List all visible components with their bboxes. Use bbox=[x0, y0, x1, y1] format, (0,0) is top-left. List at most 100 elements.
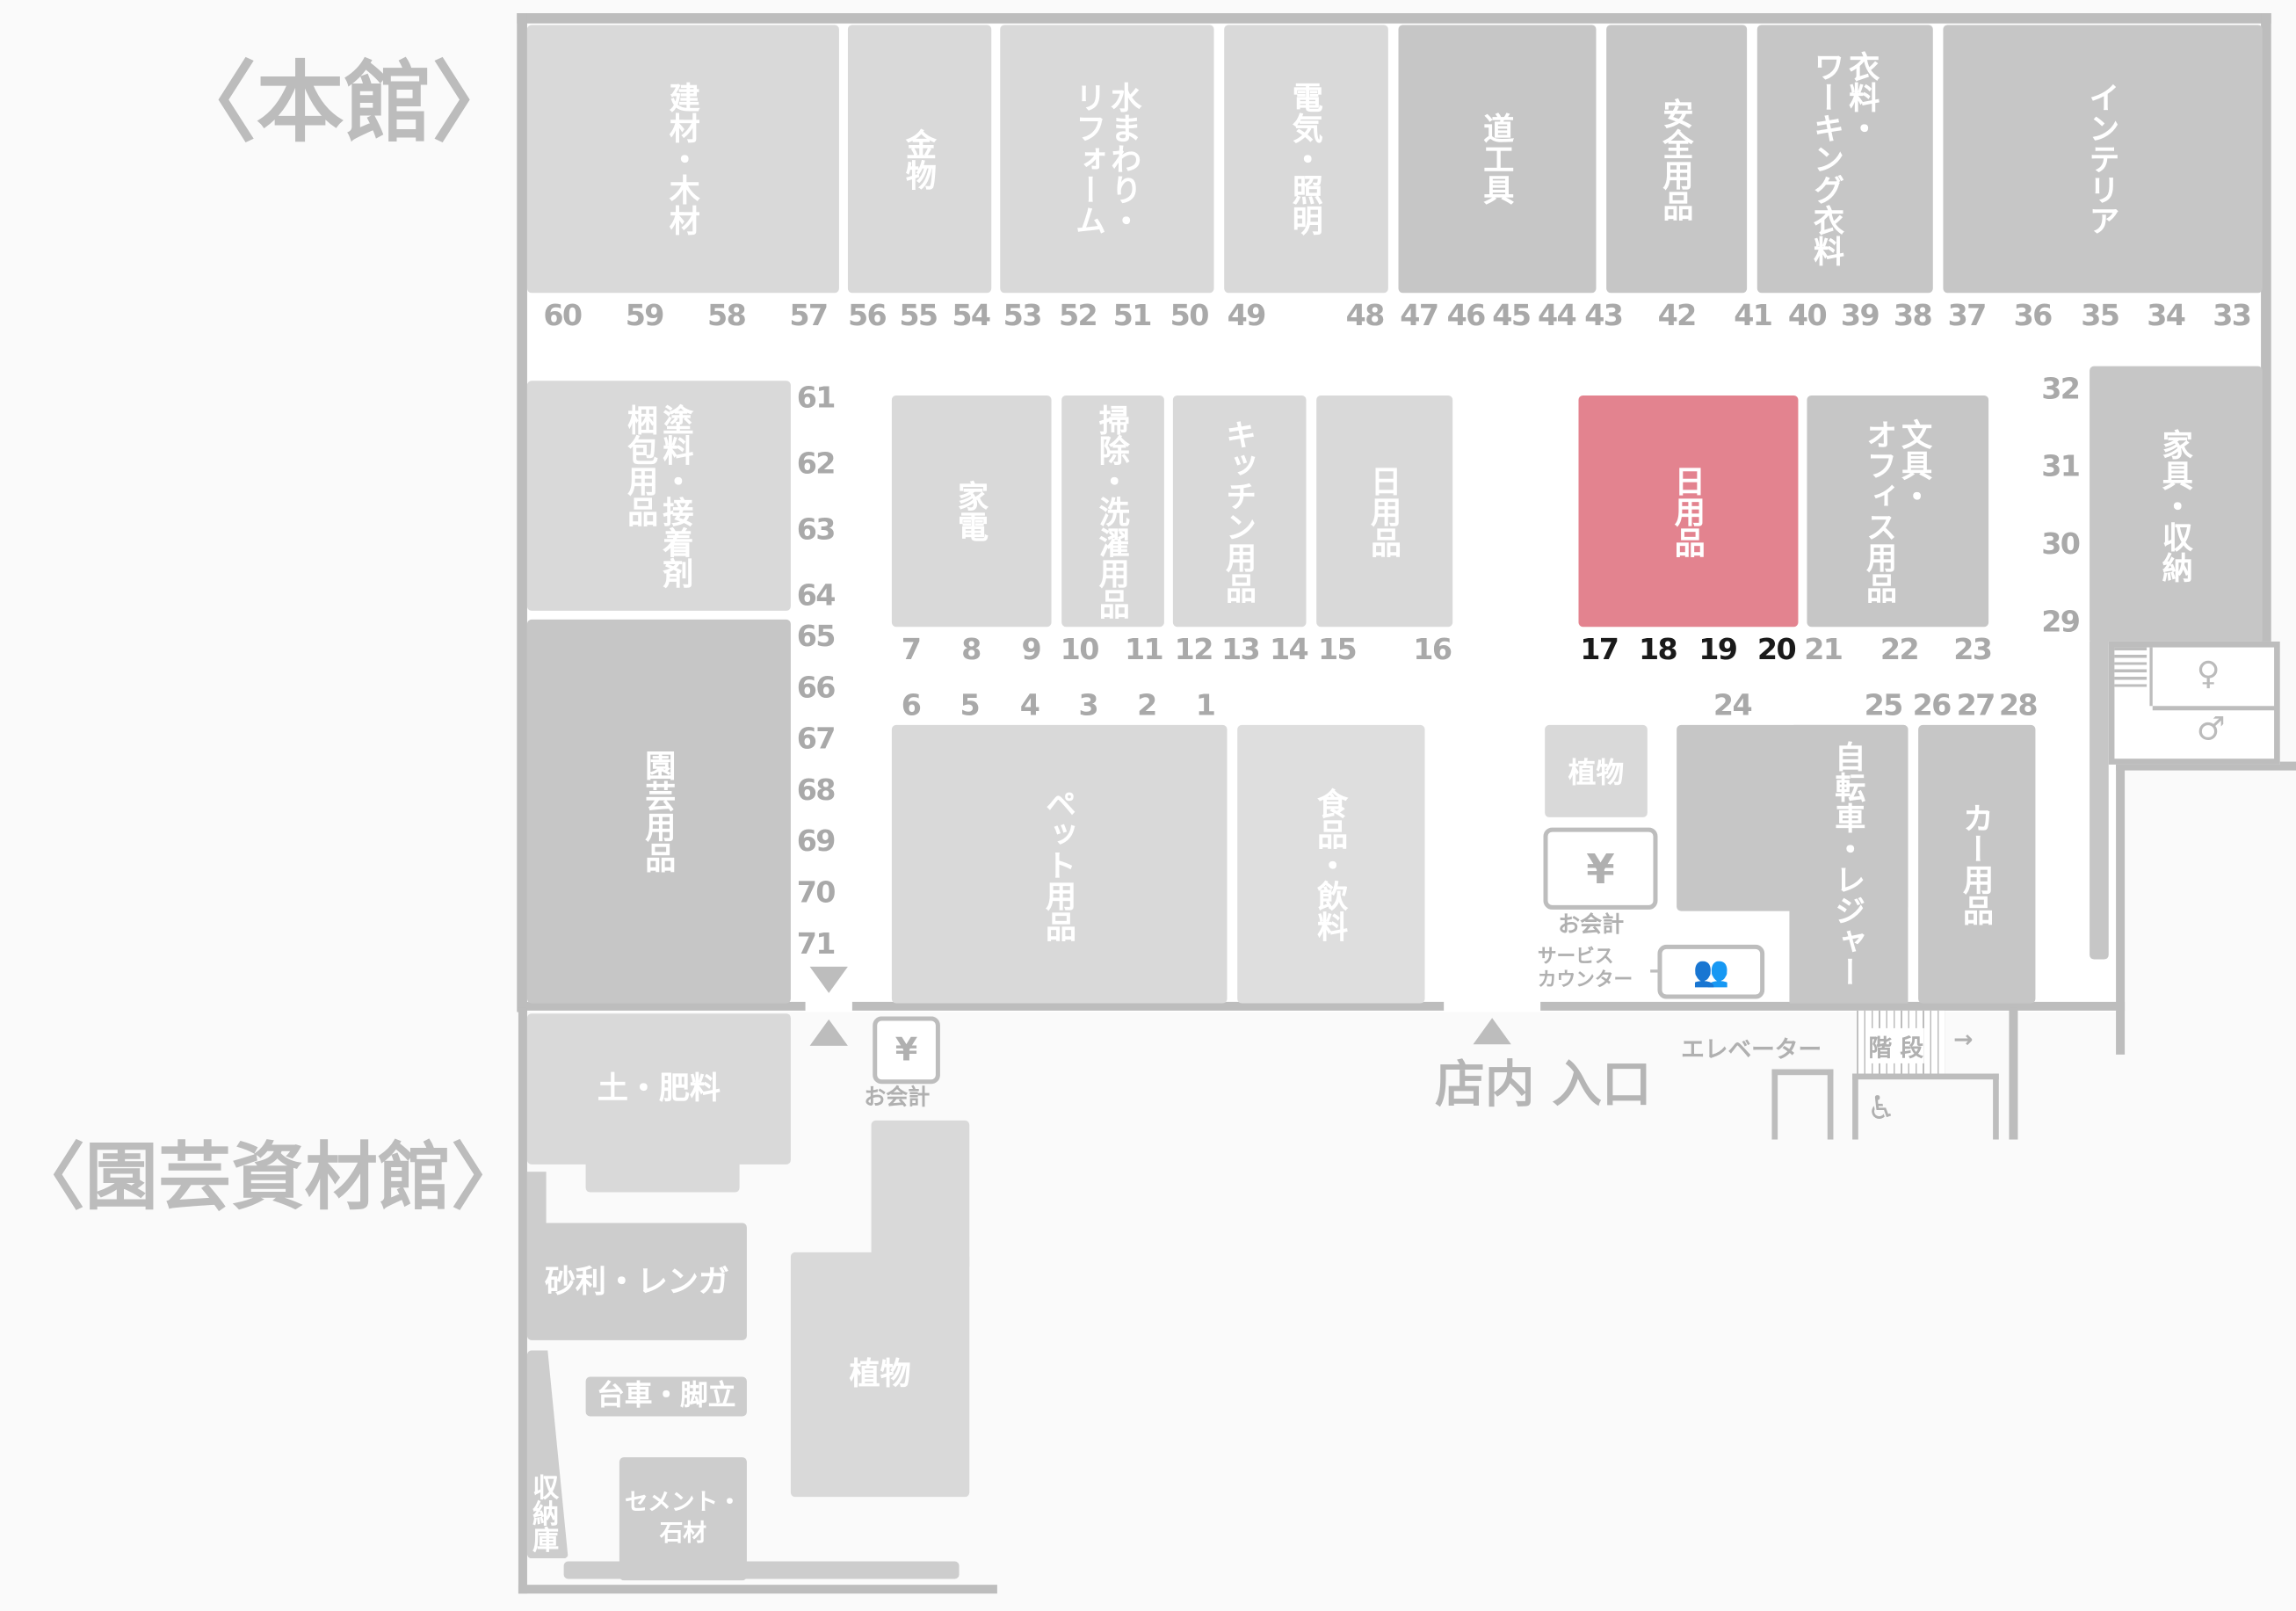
aisle-number: 68 bbox=[796, 772, 837, 808]
section-label: 日用品 bbox=[1366, 465, 1402, 558]
aisle-number: 53 bbox=[1003, 297, 1043, 333]
section-furniture-storage[interactable]: 家具・収納 bbox=[2090, 366, 2263, 645]
furniture-strip bbox=[2090, 641, 2109, 960]
section-interior[interactable]: インテリア bbox=[1943, 25, 2263, 294]
section-cement-stone[interactable]: セメント・ 石材 bbox=[619, 1457, 747, 1581]
aisle-number: 35 bbox=[2081, 297, 2120, 333]
aisle-number: 28 bbox=[1998, 686, 2039, 722]
aisle-number: 3 bbox=[1078, 686, 1098, 722]
section-storage-shed[interactable]: 収納庫 bbox=[526, 1350, 569, 1559]
service-counter-icon[interactable]: 👥 bbox=[1657, 944, 1765, 999]
section-hardware[interactable]: 金物 bbox=[847, 25, 992, 294]
section-label: 掃除・洗濯用品 bbox=[1095, 403, 1131, 620]
aisle-number: 62 bbox=[796, 445, 837, 481]
aisle-number: 41 bbox=[1734, 297, 1773, 333]
entrance-arrow-icon bbox=[1473, 1018, 1511, 1045]
entrance-label[interactable]: 店内 入口 bbox=[1435, 1056, 1652, 1115]
section-label: 水まわり・ リフォーム bbox=[1071, 82, 1143, 236]
wall bbox=[1540, 1001, 2126, 1011]
section-label: 道工具 bbox=[1480, 112, 1516, 206]
aisle-number: 50 bbox=[1170, 297, 1210, 333]
section-kitchen[interactable]: キッチン用品 bbox=[1172, 395, 1307, 628]
section-cleaning-laundry[interactable]: 掃除・洗濯用品 bbox=[1061, 395, 1164, 628]
arrow-up-icon bbox=[809, 1019, 848, 1046]
aisle-number: 56 bbox=[848, 297, 887, 333]
section-label: 土・肥料 bbox=[597, 1070, 721, 1107]
section-clothing[interactable]: 衣料・ ワーキング衣料 bbox=[1756, 25, 1933, 294]
section-building-materials[interactable]: 建材・木材 bbox=[526, 25, 839, 294]
section-label: 収納庫 bbox=[528, 1473, 560, 1553]
section-label: キッチン用品 bbox=[1221, 418, 1257, 604]
aisle-number: 33 bbox=[2213, 297, 2252, 333]
stairs-label: 階 段 bbox=[1868, 1027, 1924, 1063]
wall bbox=[518, 1007, 527, 1594]
section-paint-packaging[interactable]: 塗料・接着剤 梱包用品 bbox=[526, 381, 791, 611]
section-daily-goods-highlighted[interactable]: 日用品 bbox=[1578, 395, 1799, 628]
section-label: 植物 bbox=[849, 1356, 911, 1392]
wall bbox=[851, 1001, 1445, 1011]
womens-restroom-icon: ♀ bbox=[2196, 656, 2220, 693]
aisle-number: 23 bbox=[1953, 631, 1993, 667]
aisle-number: 19 bbox=[1698, 631, 1738, 667]
aisle-number: 22 bbox=[1880, 631, 1920, 667]
section-label: インテリア bbox=[2085, 82, 2121, 236]
section-appliances[interactable]: 家電 bbox=[891, 395, 1052, 628]
section-label: 家具・収納 bbox=[2158, 428, 2194, 583]
section-gravel-brick[interactable]: 砂利・レンガ bbox=[526, 1223, 747, 1340]
aisle-number: 14 bbox=[1269, 631, 1309, 667]
wall bbox=[2152, 706, 2276, 711]
section-carts-ladders[interactable]: 台車・脚立 bbox=[585, 1376, 747, 1417]
section-label: 砂利・レンガ bbox=[544, 1263, 729, 1299]
aisle-number: 71 bbox=[796, 925, 837, 962]
aisle-number: 66 bbox=[796, 669, 837, 705]
section-car-supplies[interactable]: カー用品 bbox=[1918, 724, 2036, 1004]
section-soil-fertilizer[interactable]: 土・肥料 bbox=[526, 1013, 791, 1165]
elevator[interactable] bbox=[1771, 1069, 1834, 1140]
accessible-area bbox=[1852, 1073, 1999, 1140]
gravel-extension bbox=[526, 1172, 547, 1230]
aisle-number: 4 bbox=[1019, 686, 1040, 722]
section-label: 安全用品 bbox=[1659, 97, 1695, 221]
section-bicycle-leisure[interactable]: 自転車・レジャー bbox=[1789, 724, 1909, 1004]
garden-building-title: 〈園芸資材館〉 bbox=[11, 1135, 525, 1221]
section-label: 衣料・ ワーキング衣料 bbox=[1809, 51, 1881, 267]
section-safety[interactable]: 安全用品 bbox=[1606, 25, 1748, 294]
aisle-number: 7 bbox=[901, 631, 922, 667]
section-plants-small[interactable]: 植物 bbox=[1545, 724, 1648, 817]
section-label: カー用品 bbox=[1959, 802, 1995, 926]
aisle-number: 11 bbox=[1125, 631, 1164, 667]
aisle-number: 54 bbox=[952, 297, 991, 333]
aisle-number: 70 bbox=[796, 874, 837, 910]
aisle-number: 16 bbox=[1413, 631, 1452, 667]
aisle-number: 39 bbox=[1840, 297, 1880, 333]
section-plumbing-reform[interactable]: 水まわり・ リフォーム bbox=[1000, 25, 1214, 294]
aisle-number: 64 bbox=[796, 577, 837, 613]
section-tools[interactable]: 道工具 bbox=[1398, 25, 1597, 294]
section-plants[interactable]: 植物 bbox=[790, 1252, 970, 1498]
aisle-number: 5 bbox=[960, 686, 980, 722]
elevator-label: エレベーター bbox=[1681, 1035, 1822, 1063]
wall bbox=[519, 1001, 806, 1011]
aisle-number: 34 bbox=[2147, 297, 2186, 333]
section-gardening[interactable]: 園芸用品 bbox=[526, 619, 791, 1004]
section-electric-lighting[interactable]: 電気・照明 bbox=[1224, 25, 1388, 294]
aisle-number: 8 bbox=[961, 631, 981, 667]
aisle-number: 42 bbox=[1657, 297, 1698, 333]
aisle-number: 57 bbox=[789, 297, 829, 333]
section-food-drink[interactable]: 食品・飲料 bbox=[1237, 724, 1425, 1004]
section-stationery-office[interactable]: 文具・ オフィス用品 bbox=[1807, 395, 1989, 628]
aisle-number: 27 bbox=[1956, 686, 1996, 722]
aisle-number: 61 bbox=[796, 379, 837, 415]
stairs-icon bbox=[2114, 647, 2148, 689]
leader-line bbox=[1650, 969, 1658, 973]
aisle-number: 47 bbox=[1400, 297, 1439, 333]
aisle-number: 52 bbox=[1059, 297, 1098, 333]
aisle-number: 59 bbox=[625, 297, 665, 333]
aisle-number: 60 bbox=[543, 297, 583, 333]
section-daily-goods[interactable]: 日用品 bbox=[1316, 395, 1453, 628]
aisle-number: 1 bbox=[1195, 686, 1216, 722]
aisle-number: 18 bbox=[1638, 631, 1678, 667]
aisle-number: 9 bbox=[1021, 631, 1041, 667]
section-pet-supplies[interactable]: ペット用品 bbox=[891, 724, 1228, 1004]
section-label: 家電 bbox=[953, 480, 989, 542]
